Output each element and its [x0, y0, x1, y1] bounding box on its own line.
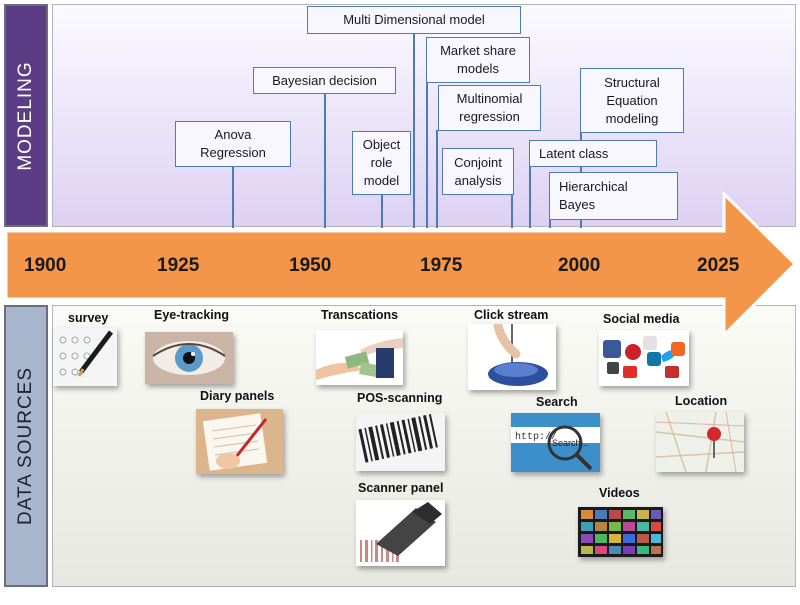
connector-anova [232, 166, 234, 228]
videos-image [578, 507, 663, 557]
connector-object-role [381, 194, 383, 228]
click-stream-image [468, 324, 556, 390]
model-anova-regression: Anova Regression [175, 121, 291, 167]
model-multi-dimensional: Multi Dimensional model [307, 6, 521, 34]
social-media-image [599, 330, 689, 386]
label-survey: survey [68, 311, 109, 325]
year-label: 1925 [157, 255, 200, 276]
data-sources-section-label: DATA SOURCES [4, 305, 48, 587]
model-hierarchical-bayes: Hierarchical Bayes [549, 172, 678, 220]
model-object-role: Object role model [352, 131, 411, 195]
year-label: 1950 [289, 255, 332, 276]
model-multinomial: Multinomial regression [438, 85, 541, 131]
location-image [656, 412, 744, 472]
connector-hierarchical [549, 218, 551, 228]
search-url-text: http:// [515, 431, 557, 443]
connector-multi-dimensional [413, 32, 415, 228]
search-box-text: Search... [552, 438, 588, 448]
label-transactions: Transcations [321, 308, 399, 322]
survey-image [53, 328, 117, 386]
year-label: 2000 [558, 255, 601, 276]
model-conjoint: Conjoint analysis [442, 148, 514, 195]
connector-market-share [426, 82, 428, 228]
label-diary-panels: Diary panels [200, 389, 275, 403]
eye-tracking-image [145, 332, 233, 384]
label-pos-scanning: POS-scanning [357, 391, 443, 405]
transactions-image [316, 330, 403, 385]
connector-bayesian [324, 92, 326, 228]
label-videos: Videos [599, 486, 640, 500]
pos-scanning-image [356, 413, 445, 471]
connector-conjoint [511, 194, 513, 228]
label-eye-tracking: Eye-tracking [154, 308, 230, 322]
year-label: 1975 [420, 255, 463, 276]
connector-multinomial [436, 130, 438, 228]
year-label: 1900 [24, 255, 67, 276]
model-market-share: Market share models [426, 37, 530, 83]
label-location: Location [675, 394, 728, 408]
label-click-stream: Click stream [474, 308, 549, 322]
model-sem: Structural Equation modeling [580, 68, 684, 133]
model-bayesian-decision: Bayesian decision [253, 67, 396, 94]
modeling-section-label: MODELING [4, 4, 48, 227]
connector-latent-class [529, 166, 531, 228]
model-latent-class: Latent class [529, 140, 657, 167]
diary-panels-image [196, 409, 283, 474]
label-social-media: Social media [603, 312, 680, 326]
search-image: http:// Search... [511, 413, 600, 472]
label-scanner-panel: Scanner panel [358, 481, 444, 495]
year-label: 2025 [697, 255, 740, 276]
label-search: Search [536, 395, 578, 409]
scanner-panel-image [356, 500, 445, 566]
